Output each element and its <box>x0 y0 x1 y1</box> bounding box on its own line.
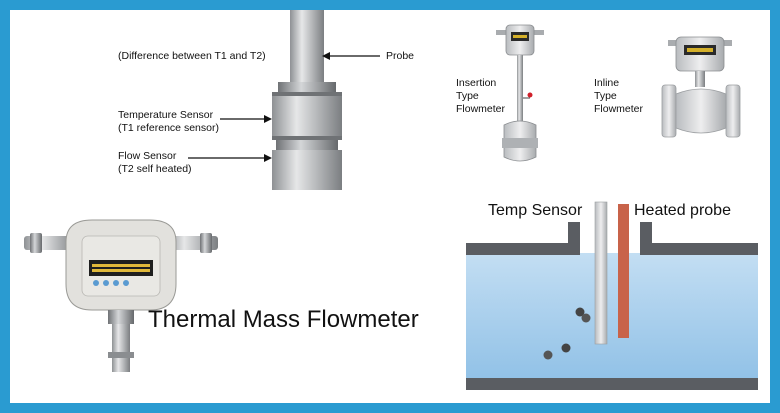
temp-sensor-rod <box>594 201 608 345</box>
temperature-sensor-title: Temperature Sensor <box>118 109 214 121</box>
water-fill <box>466 253 758 385</box>
particle <box>575 307 585 317</box>
probe-closeup-illustration <box>24 10 758 390</box>
inline-label-line: Flowmeter <box>594 103 644 115</box>
insertion-type-label: Insertion Type Flowmeter <box>456 77 505 116</box>
flow-sensor-title: Flow Sensor <box>118 150 177 162</box>
particle <box>561 343 571 353</box>
probe-rod <box>272 10 342 190</box>
temp-sensor-label: Temp Sensor <box>488 202 583 219</box>
particle <box>581 313 591 323</box>
temperature-sensor-subtitle: (T1 reference sensor) <box>118 122 219 134</box>
inline-label-line: Type <box>594 90 617 102</box>
inline-flowmeter-illustration <box>661 36 741 138</box>
flow-sensor-subtitle: (T2 self heated) <box>118 163 192 175</box>
inline-label-line: Inline <box>594 77 620 89</box>
difference-label: (Difference between T1 and T2) <box>118 50 266 62</box>
tank-floor <box>466 378 758 390</box>
transmitter-illustration <box>24 219 218 372</box>
insertion-label-line: Type <box>456 90 479 102</box>
insertion-flowmeter-illustration <box>496 24 544 162</box>
heated-probe-rod <box>618 204 629 338</box>
main-title: Thermal Mass Flowmeter <box>148 306 419 333</box>
tank-wall-left <box>466 222 580 255</box>
flow-sensor-arrow <box>188 154 272 162</box>
heated-probe-label: Heated probe <box>634 202 731 219</box>
temperature-sensor-arrow <box>220 115 272 123</box>
diagram-canvas: (Difference between T1 and T2) Probe Tem… <box>10 10 770 403</box>
particle <box>543 350 553 360</box>
tank-diagram <box>466 201 758 390</box>
probe-label: Probe <box>386 50 415 62</box>
flow-sensor-label: Flow Sensor (T2 self heated) <box>118 150 192 176</box>
insertion-label-line: Insertion <box>456 77 497 89</box>
inline-type-label: Inline Type Flowmeter <box>594 77 643 116</box>
insertion-label-line: Flowmeter <box>456 103 506 115</box>
probe-arrow <box>322 52 380 60</box>
temperature-sensor-label: Temperature Sensor (T1 reference sensor) <box>118 109 219 135</box>
tank-wall-right <box>640 222 758 255</box>
